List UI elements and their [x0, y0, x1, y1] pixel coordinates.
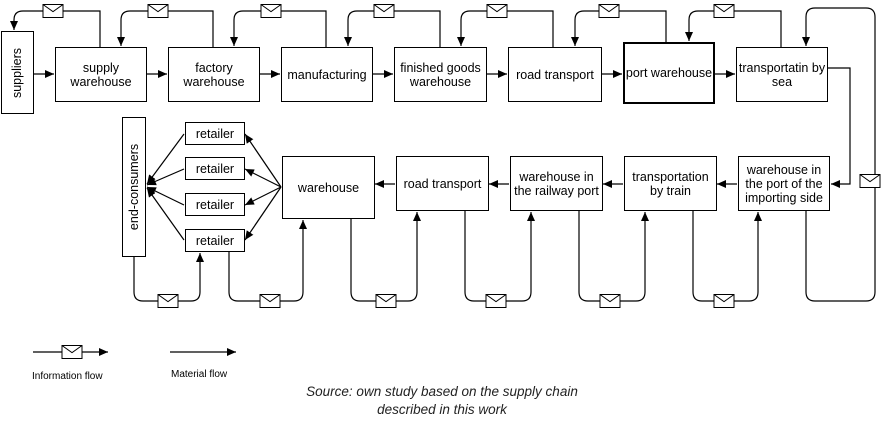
- supply-warehouse-box: supply warehouse: [55, 47, 147, 102]
- envelope-icon: [260, 4, 282, 18]
- legend-information-flow: Information flow: [32, 371, 103, 382]
- envelope-icon: [375, 294, 397, 308]
- retailer-label-3: retailer: [195, 197, 235, 212]
- envelope-icon: [373, 4, 395, 18]
- info-loop-railway-train: [578, 211, 649, 302]
- finished-goods-warehouse-label: finished goods warehouse: [400, 60, 481, 89]
- envelope-icon: [598, 4, 620, 18]
- info-loop-port-road: [571, 10, 667, 46]
- factory-warehouse-box: factory warehouse: [168, 47, 260, 102]
- warehouse-port-importing-box: warehouse in the port of the importing s…: [738, 156, 830, 211]
- envelope-icon: [713, 294, 735, 308]
- info-loop-sea-port: [685, 10, 782, 47]
- material-arrow-warehouse-retailer-1: [244, 133, 282, 188]
- retailer-label-2: retailer: [195, 161, 235, 176]
- end-consumers-label: end-consumers: [127, 143, 141, 231]
- envelope-icon: [157, 294, 179, 308]
- material-arrow-sea-importing: [828, 67, 851, 188]
- envelope-icon: [259, 294, 281, 308]
- envelope-icon: [599, 294, 621, 308]
- end-consumers-box: end-consumers: [122, 117, 146, 257]
- legend-envelope-icon: [61, 345, 83, 359]
- manufacturing-label: manufacturing: [287, 67, 367, 82]
- info-loop-manufacturing-factory: [230, 10, 327, 47]
- transport-by-train-box: transportation by train: [624, 156, 717, 211]
- warehouse-railway-port-box: warehouse in the railway port: [510, 156, 603, 211]
- envelope-icon: [486, 4, 508, 18]
- source-line-1: Source: own study based on the supply ch…: [306, 384, 578, 399]
- supply-warehouse-label: supply warehouse: [70, 60, 132, 89]
- suppliers-label: suppliers: [10, 47, 25, 98]
- retailer-label-4: retailer: [195, 233, 235, 248]
- transport-by-train-label: transportation by train: [632, 169, 709, 198]
- retailer-box-3: retailer: [185, 193, 245, 216]
- info-loop-factory-supply: [117, 10, 214, 47]
- envelope-icon: [859, 174, 881, 188]
- envelope-icon: [42, 4, 64, 18]
- info-loop-supply-suppliers: [10, 10, 101, 47]
- info-loop-road-railway: [464, 211, 535, 302]
- info-loop-importing-sea: [802, 7, 876, 302]
- transport-by-sea-box: transportatin by sea: [736, 47, 828, 102]
- info-loop-train-importing: [692, 211, 762, 302]
- warehouse-box: warehouse: [282, 156, 375, 219]
- material-arrow-warehouse-retailer-3: [244, 186, 282, 206]
- material-arrow-warehouse-retailer-2: [244, 168, 282, 188]
- info-loop-consumers-retailer: [133, 253, 204, 302]
- road-transport-top-box: road transport: [508, 47, 602, 102]
- retailer-box-4: retailer: [185, 229, 245, 252]
- info-loop-warehouse-road: [350, 212, 421, 302]
- port-warehouse-label: port warehouse: [625, 66, 713, 80]
- material-arrow-retailer-4-consumers: [146, 187, 185, 241]
- info-loop-road-finished: [457, 10, 554, 47]
- retailer-box-2: retailer: [185, 157, 245, 180]
- warehouse-port-importing-label: warehouse in the port of the importing s…: [745, 162, 823, 205]
- warehouse-railway-port-label: warehouse in the railway port: [514, 169, 599, 198]
- material-arrow-warehouse-retailer-4: [244, 186, 282, 241]
- legend-material-flow: Material flow: [171, 369, 228, 380]
- port-warehouse-box: port warehouse: [623, 42, 715, 104]
- envelope-icon: [713, 4, 735, 18]
- manufacturing-box: manufacturing: [281, 47, 373, 102]
- transport-by-sea-label: transportatin by sea: [738, 60, 826, 89]
- source-line-2: described in this work: [377, 402, 507, 417]
- info-loop-finished-manufacturing: [344, 10, 441, 47]
- envelope-icon: [485, 294, 507, 308]
- road-transport-top-label: road transport: [516, 67, 594, 82]
- road-transport-bottom-label: road transport: [403, 176, 482, 191]
- material-arrow-retailer-1-consumers: [146, 133, 185, 185]
- material-arrow-retailer-2-consumers: [146, 168, 185, 186]
- retailer-label-1: retailer: [195, 126, 235, 141]
- warehouse-label: warehouse: [297, 180, 360, 195]
- suppliers-box: suppliers: [1, 31, 34, 114]
- envelope-icon: [147, 4, 169, 18]
- source-caption: Source: own study based on the supply ch…: [0, 383, 884, 419]
- factory-warehouse-label: factory warehouse: [183, 60, 245, 89]
- retailer-box-1: retailer: [185, 122, 245, 145]
- road-transport-bottom-box: road transport: [396, 156, 489, 211]
- finished-goods-warehouse-box: finished goods warehouse: [394, 47, 487, 102]
